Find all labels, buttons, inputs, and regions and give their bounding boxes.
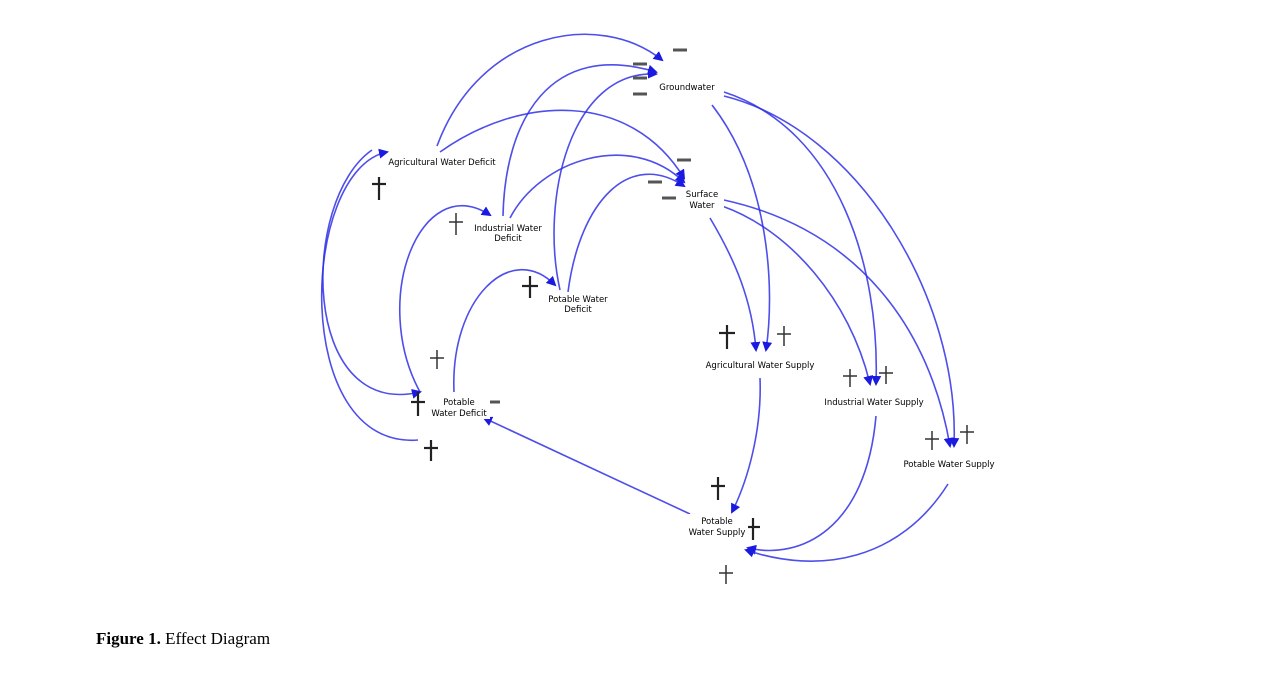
edge-ind-deficit-groundwater <box>502 64 658 217</box>
plus-sign <box>711 477 725 500</box>
node-industrial-water-deficit-line1: Industrial Water <box>474 224 542 234</box>
nodes: Groundwater Surface Water Agricultural W… <box>388 80 996 538</box>
edge-groundwater-pot-supply <box>723 95 960 448</box>
edge-surface-pot-supply <box>723 199 954 448</box>
plus-sign <box>719 325 735 349</box>
plus-sign <box>411 392 425 416</box>
node-potable-water-supply2-line2: Water Supply <box>689 528 746 538</box>
edge-potdef2-pot-deficit <box>453 268 557 393</box>
edge-pot-deficit-groundwater <box>553 68 658 291</box>
edge-potdef2-ind-deficit <box>399 205 492 393</box>
node-industrial-water-deficit-line2: Deficit <box>494 234 522 244</box>
edge-agri-deficit-surface <box>439 109 686 180</box>
node-potable-water-deficit2-line2: Water Deficit <box>431 409 487 419</box>
plus-sign <box>522 276 538 298</box>
node-potable-water-supply: Potable Water Supply <box>903 460 994 470</box>
node-industrial-water-supply: Industrial Water Supply <box>824 398 923 408</box>
plus-sign <box>430 350 444 369</box>
edge-agri-deficit-potdef2 <box>322 149 422 399</box>
node-surface-water-line1: Surface <box>686 190 718 200</box>
plus-sign <box>449 213 463 235</box>
edge-ind-supply-pot-supply2 <box>746 415 877 555</box>
edge-agri-deficit-groundwater <box>436 33 664 147</box>
edge-ind-deficit-surface <box>509 154 686 219</box>
plus-sign <box>777 326 791 346</box>
node-potable-water-deficit2-line1: Potable <box>443 398 475 408</box>
plus-sign <box>879 366 893 384</box>
edge-pot-supply2-potdef2 <box>482 416 691 515</box>
edge-agri-supply-pot-supply2 <box>731 377 761 514</box>
edges <box>320 33 960 562</box>
node-potable-water-deficit-line1: Potable Water <box>548 295 608 305</box>
edge-potdef2-agri-deficit <box>320 148 419 441</box>
figure-caption: Figure 1. Effect Diagram <box>96 629 270 649</box>
polarity-signs <box>372 48 974 584</box>
plus-sign <box>746 518 760 540</box>
node-groundwater: Groundwater <box>659 83 715 93</box>
edge-groundwater-ind-supply <box>723 91 882 386</box>
edge-surface-agri-supply <box>709 217 761 352</box>
plus-sign <box>925 431 939 450</box>
node-agricultural-water-supply: Agricultural Water Supply <box>706 361 815 371</box>
plus-sign <box>424 440 438 461</box>
edge-pot-supply-pot-supply2 <box>744 483 949 562</box>
node-potable-water-deficit-line2: Deficit <box>564 305 592 315</box>
node-agricultural-water-deficit: Agricultural Water Deficit <box>388 158 496 168</box>
plus-sign <box>843 369 857 387</box>
node-surface-water-line2: Water <box>689 201 715 211</box>
plus-sign <box>372 177 386 200</box>
node-potable-water-supply2-line1: Potable <box>701 517 733 527</box>
edge-surface-ind-supply <box>721 205 874 386</box>
figure-caption-label: Figure 1. <box>96 629 161 648</box>
edge-groundwater-agri-supply <box>711 104 773 352</box>
figure-caption-text: Effect Diagram <box>165 629 271 648</box>
edge-pot-deficit-surface <box>567 173 686 293</box>
plus-sign <box>960 425 974 444</box>
plus-sign <box>719 565 733 584</box>
